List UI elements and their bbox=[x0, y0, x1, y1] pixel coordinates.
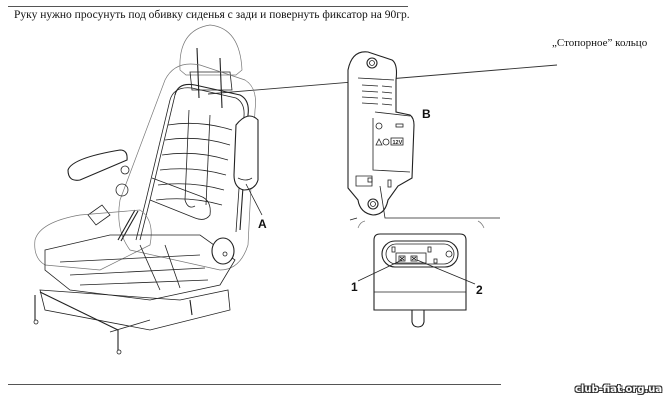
instruction-caption: Руку нужно просунуть под обивку сиденья … bbox=[14, 9, 410, 21]
site-watermark: club-fiat.org.ua bbox=[575, 384, 663, 395]
voltage-mark: 12V bbox=[393, 140, 403, 146]
pin-2-leader bbox=[416, 259, 476, 285]
label-a: A bbox=[258, 217, 267, 231]
label-pin-2: 2 bbox=[476, 283, 483, 297]
label-b: B bbox=[422, 107, 431, 121]
connector-detail bbox=[357, 220, 485, 328]
bottom-rule bbox=[8, 384, 501, 385]
label-a-leader bbox=[245, 183, 263, 216]
top-rule bbox=[8, 6, 408, 7]
seat-illustration bbox=[33, 24, 263, 355]
retaining-ring-label: „Стопорное” кольцо bbox=[552, 37, 648, 49]
label-pin-1: 1 bbox=[351, 280, 358, 294]
pin-1-leader bbox=[357, 259, 403, 282]
airbag-control-module: 12V bbox=[347, 51, 500, 221]
